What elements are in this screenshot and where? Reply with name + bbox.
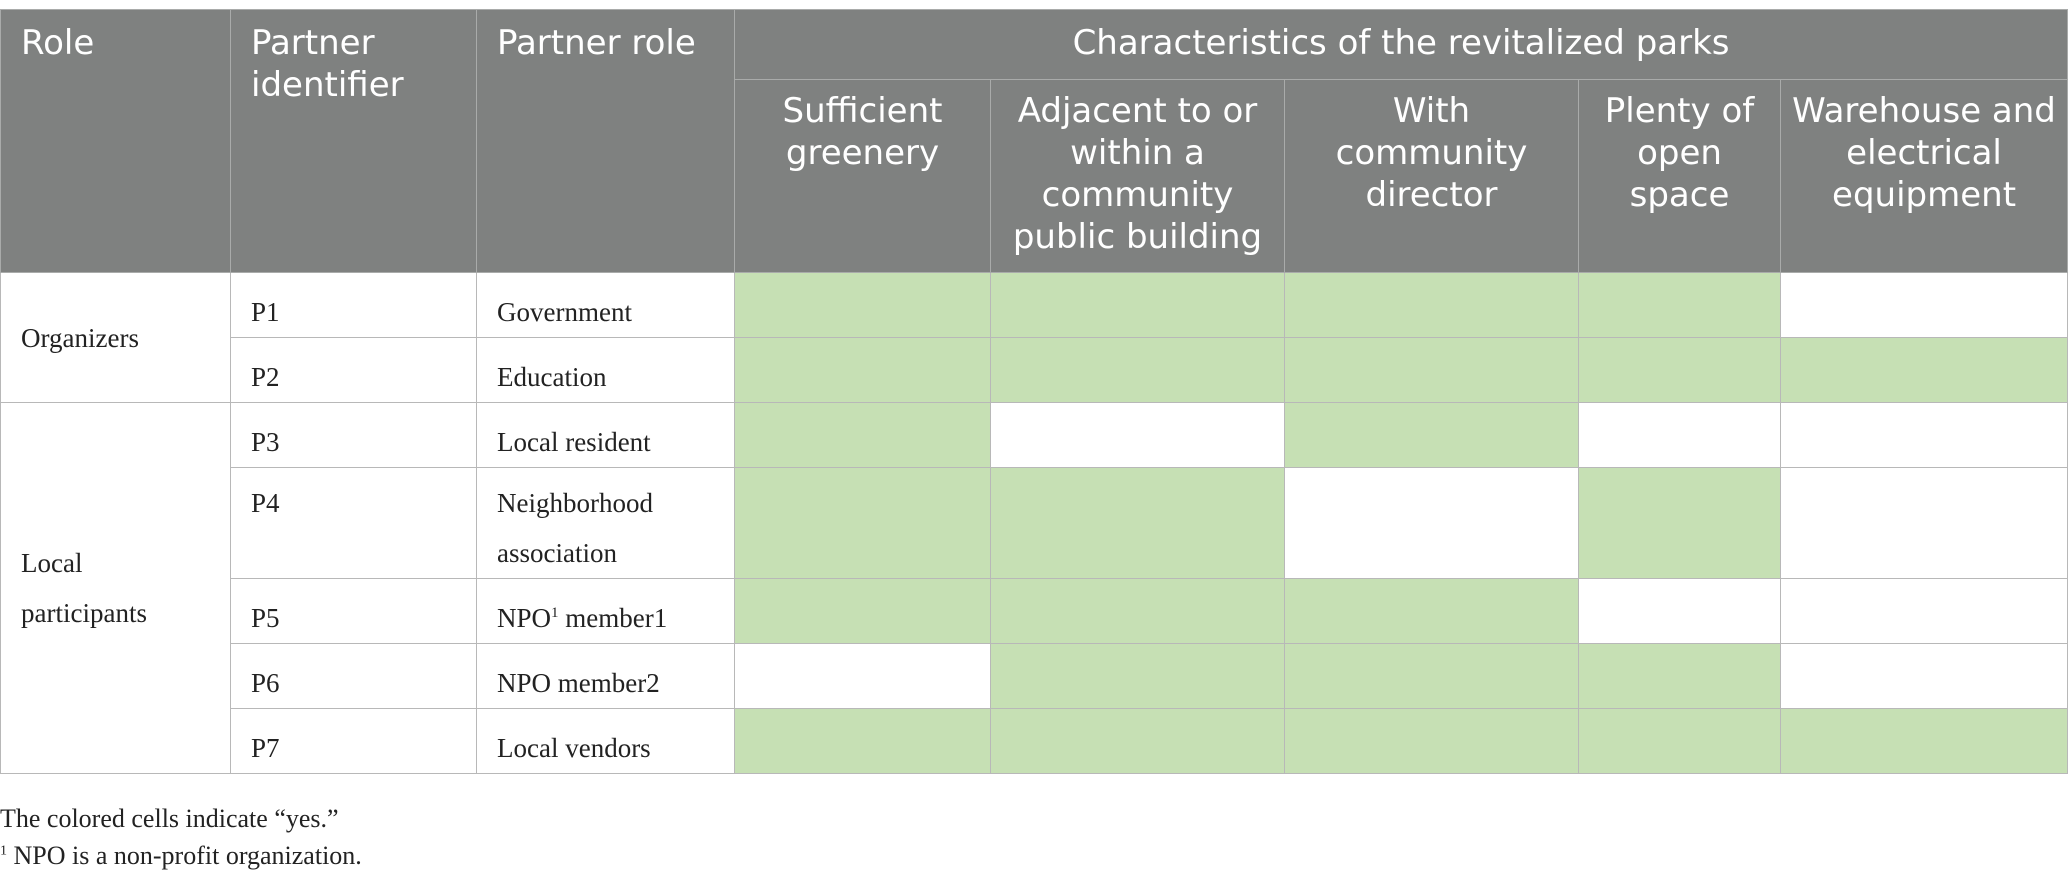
characteristic-cell	[734, 272, 991, 338]
table-row: P7 Local vendors	[1, 708, 2068, 774]
characteristic-cell	[990, 708, 1285, 774]
partner-id-cell: P7	[230, 708, 477, 774]
characteristic-cell	[1284, 402, 1579, 468]
characteristic-cell	[1578, 643, 1781, 709]
role-group-organizers: Organizers	[0, 272, 231, 403]
characteristic-cell	[1578, 402, 1781, 468]
footnote-marker: 1	[551, 605, 559, 621]
characteristic-cell	[1578, 467, 1781, 579]
partner-role-cell: Government	[476, 272, 735, 338]
characteristic-cell	[1779, 578, 2068, 644]
npo-footnote: 1 NPO is a non-profit organization.	[0, 837, 362, 874]
characteristic-cell	[1284, 578, 1579, 644]
characteristic-cell	[990, 337, 1285, 403]
characteristic-cell	[990, 402, 1285, 468]
role-group-local-participants: Local participants	[0, 402, 231, 774]
characteristic-cell	[1779, 643, 2068, 709]
table-row: P2 Education	[1, 337, 2068, 403]
characteristic-cell	[1578, 272, 1781, 338]
table-row: Local participants P3 Local resident	[0, 402, 2068, 774]
characteristic-cell	[1578, 578, 1781, 644]
header-partner-role: Partner role	[476, 9, 735, 273]
member-label: member1	[558, 603, 668, 633]
characteristic-cell	[734, 578, 991, 644]
partner-id-cell: P1	[230, 272, 477, 338]
characteristic-cell	[1284, 643, 1579, 709]
characteristic-cell	[990, 272, 1285, 338]
characteristic-cell	[1779, 708, 2068, 774]
npo-label: NPO	[497, 603, 552, 633]
characteristic-cell	[1284, 467, 1579, 579]
partner-role-cell: Local vendors	[476, 708, 735, 774]
partner-id-cell: P5	[230, 578, 477, 644]
table-row: P5 NPO1 member1	[1, 578, 2068, 644]
characteristic-cell	[1284, 272, 1579, 338]
partner-role-cell: NPO1 member1	[476, 578, 735, 644]
characteristic-cell	[990, 467, 1285, 579]
header-role: Role	[0, 9, 231, 273]
header-warehouse-electrical: Warehouse and electrical equipment	[1779, 79, 2068, 273]
characteristic-cell	[734, 337, 991, 403]
characteristic-cell	[1779, 467, 2068, 579]
partner-id-cell: P4	[230, 467, 477, 579]
characteristic-cell	[1578, 337, 1781, 403]
header-characteristics-group: Characteristics of the revitalized parks	[733, 9, 2068, 80]
partner-role-cell: Neighborhood association	[476, 467, 735, 579]
partner-role-cell: Local resident	[476, 402, 735, 468]
characteristic-cell	[1284, 337, 1579, 403]
header-partner-identifier: Partner identifier	[230, 9, 477, 273]
park-characteristics-table: Role Partner identifier Partner role Cha…	[0, 9, 2068, 774]
partner-id-cell: P6	[230, 643, 477, 709]
footnote-text: NPO is a non-profit organization.	[7, 841, 362, 870]
header-adjacent-public-building: Adjacent to or within a community public…	[990, 79, 1285, 273]
characteristic-cell	[734, 467, 991, 579]
table-row: P4 Neighborhood association	[1, 467, 2068, 579]
table-notes: The colored cells indicate “yes.” 1 NPO …	[0, 800, 362, 874]
characteristic-cell	[990, 643, 1285, 709]
characteristic-cell	[990, 578, 1285, 644]
footnote-number: 1	[0, 843, 7, 859]
characteristic-cell	[1779, 337, 2068, 403]
header-sufficient-greenery: Sufficient greenery	[734, 79, 991, 273]
partner-role-cell: NPO member2	[476, 643, 735, 709]
characteristic-cell	[734, 643, 991, 709]
characteristic-cell	[1779, 272, 2068, 338]
characteristic-cell	[1578, 708, 1781, 774]
partner-role-cell: Education	[476, 337, 735, 403]
characteristic-cell	[1779, 402, 2068, 468]
colored-cells-note: The colored cells indicate “yes.”	[0, 804, 339, 833]
partner-id-cell: P2	[230, 337, 477, 403]
table-row: Organizers P1 Government	[0, 272, 2068, 403]
characteristic-cell	[734, 708, 991, 774]
partner-id-cell: P3	[230, 402, 477, 468]
characteristic-cell	[734, 402, 991, 468]
header-community-director: With community director	[1284, 79, 1579, 273]
header-open-space: Plenty of open space	[1578, 79, 1781, 273]
table-row: P6 NPO member2	[1, 643, 2068, 709]
characteristic-cell	[1284, 708, 1579, 774]
